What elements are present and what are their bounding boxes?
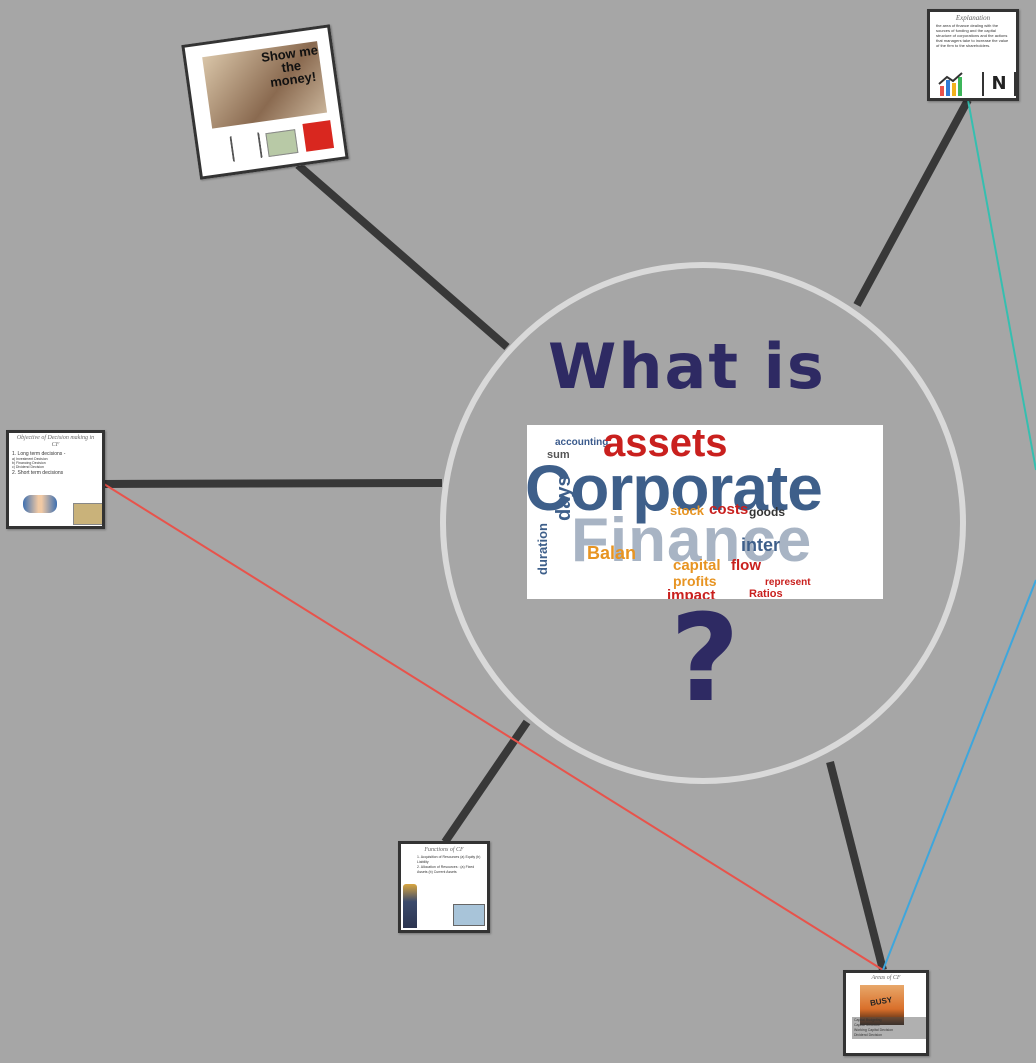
path-red [103,483,884,971]
path-blue [882,579,1036,971]
areas-item-3: Working Capital Decision [854,1028,894,1032]
explanation-text: the area of finance dealing with the sou… [936,23,1009,48]
cloud-word-days: days [553,475,575,521]
areas-title: Areas of CF [871,975,901,981]
objective-sub-3: c) Dividend Decision [12,465,44,469]
cloud-word-stock: stock [670,503,704,518]
cloud-word-accounting: accounting [555,437,609,448]
cloud-word-corporate: Corporate [527,452,823,524]
cloud-word-ratios: Ratios [749,588,783,599]
money-caption: Show me the money! [260,42,319,91]
cloud-word-represent: represent [765,577,811,588]
cloud-word-costs: costs [709,501,749,518]
hub-title: What is [548,330,826,403]
bar-chart-icon [938,72,963,96]
cloud-word-flow: flow [731,557,761,574]
frame-functions[interactable]: Functions of CF 1. Acquisition of Resour… [398,841,490,933]
cloud-word-inter: inter [741,535,781,555]
areas-photo [860,985,904,1025]
logo-n-icon: N [982,72,1016,96]
objective-item-1: 1. Long term decisions - [12,451,66,457]
connector-areas [826,761,887,971]
explanation-title: Explanation [955,14,991,22]
bracket-placeholder [229,132,263,163]
objective-thumb [73,503,102,525]
objective-item-2: 2. Short term decisions [12,470,64,476]
cloud-word-impact: impact [667,587,716,599]
cloud-word-balan: Balan [587,543,637,563]
central-topic-circle[interactable] [440,262,966,784]
hub-question-mark: ? [670,590,740,729]
frame-money[interactable]: Show me the money! [181,24,349,180]
handshake-icon [23,495,57,513]
cloud-word-goods: goods [749,505,785,519]
building-icon [403,884,417,928]
cloud-word-finance: Finance [571,506,813,575]
areas-item-2: Capital Structure [854,1023,881,1027]
areas-item-1: Capital Budgeting [854,1018,882,1022]
frame-areas[interactable]: Areas of CF BUSY Capital Budgeting Capit… [843,970,929,1056]
money-thumb-1 [265,129,299,158]
cloud-word-profits: profits [673,573,717,589]
path-teal [967,99,1036,471]
connector-objective [103,479,443,488]
cloud-word-capital: capital [673,557,721,574]
objective-title: Objective of Decision making in CF [16,435,95,448]
objective-sub-1: a) Investment Decision [12,457,48,461]
areas-item-4: Dividend Decision [854,1033,883,1037]
money-thumb-2 [302,120,335,152]
functions-item-1: 1. Acquisition of Resources (a) Equity (… [417,855,481,864]
functions-item-2: 2. Allocation of Resources : (a) Fixed A… [417,865,475,874]
cloud-word-duration: duration [535,523,550,575]
functions-title: Functions of CF [424,847,464,853]
connector-money [295,161,510,351]
word-cloud-image: accounting sum assets Corporate Finance … [527,425,883,599]
frame-objective[interactable]: Objective of Decision making in CF 1. Lo… [6,430,105,529]
functions-thumb [453,904,485,926]
cloud-word-sum: sum [547,449,570,461]
objective-sub-2: b) Financing Decision [12,461,46,465]
connector-functions [441,719,531,845]
connector-explanation [853,98,972,307]
areas-list: Capital Budgeting Capital Structure Work… [852,1017,926,1039]
cloud-word-assets: assets [603,425,728,465]
frame-explanation[interactable]: Explanation the area of finance dealing … [927,9,1019,101]
